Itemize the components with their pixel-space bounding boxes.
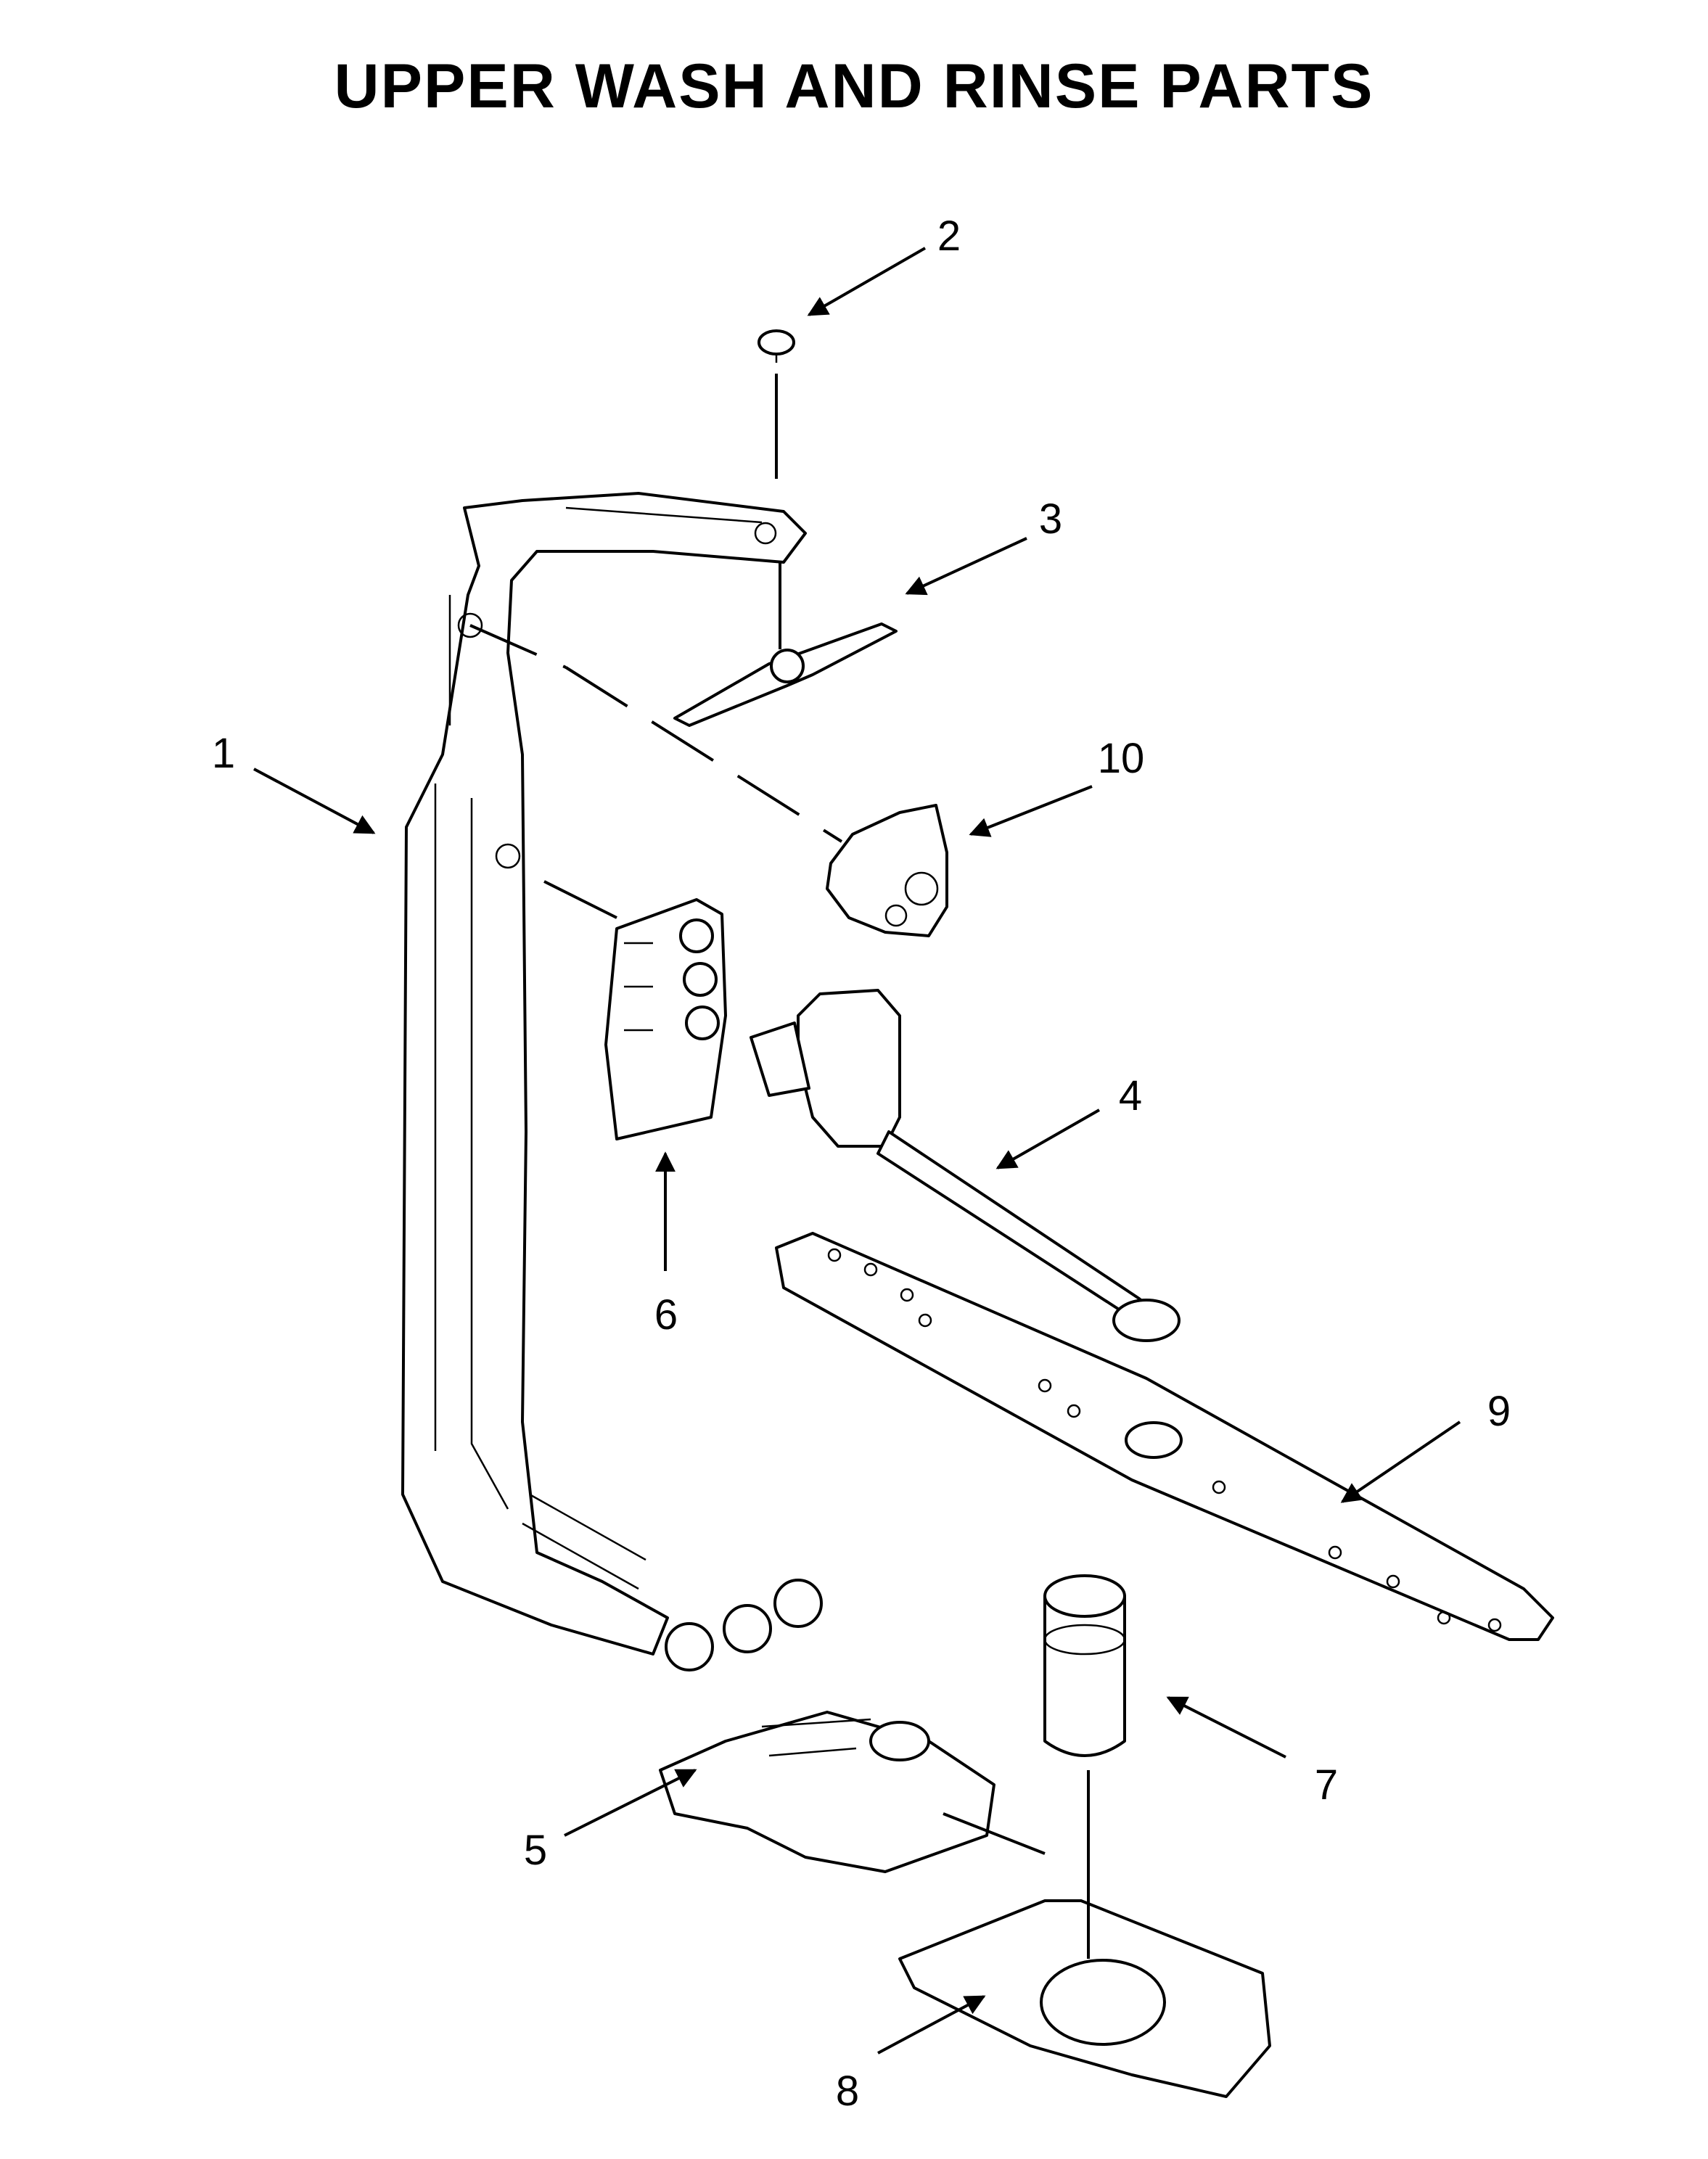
- part-3-upper-spray-arm[interactable]: [673, 622, 898, 727]
- callout-7: 7: [1315, 1761, 1338, 1809]
- alignment-lines: [469, 374, 1090, 1959]
- part-4-sensor-assembly[interactable]: [750, 989, 1181, 1342]
- part-6-diverter[interactable]: [604, 898, 727, 1140]
- callout-1: 1: [212, 730, 235, 777]
- callout-9: 9: [1487, 1388, 1511, 1435]
- callout-10: 10: [1098, 735, 1145, 782]
- callout-8: 8: [836, 2068, 859, 2115]
- part-1-hose-connectors: [665, 1579, 823, 1671]
- part-9-lower-spray-arm[interactable]: [775, 1232, 1554, 1641]
- callout-arrows: [253, 247, 1461, 2055]
- callout-2: 2: [937, 213, 961, 260]
- spray-holes: [827, 1248, 1502, 1632]
- callout-3: 3: [1039, 495, 1062, 543]
- callout-4: 4: [1119, 1072, 1142, 1119]
- part-10-bracket[interactable]: [826, 804, 948, 937]
- part-2-cap[interactable]: [757, 329, 795, 363]
- callout-5: 5: [524, 1827, 547, 1874]
- part-1-supply-tube[interactable]: [401, 492, 807, 1656]
- callout-6: 6: [654, 1291, 678, 1338]
- diagram-title: UPPER WASH AND RINSE PARTS: [334, 52, 1374, 121]
- part-7-filter[interactable]: [1043, 1574, 1126, 1757]
- part-8-gasket-plate[interactable]: [898, 1899, 1271, 2098]
- part-5-sump-housing[interactable]: [659, 1711, 995, 1873]
- callout-labels: 1 2 3 4 5 6 7 8 9 10: [212, 213, 1511, 2115]
